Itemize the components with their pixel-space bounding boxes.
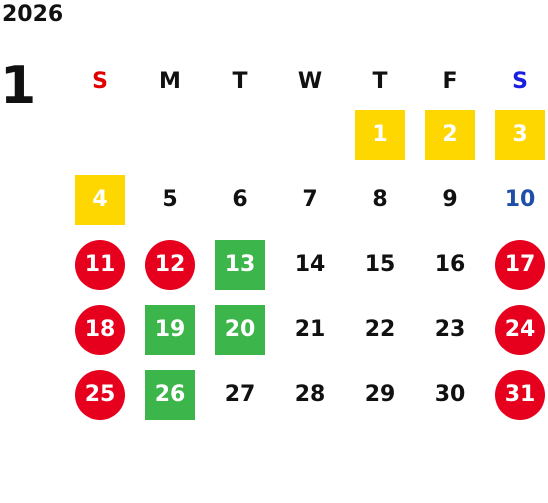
day-number[interactable]: 2 (425, 109, 475, 160)
day-number[interactable]: 17 (495, 239, 545, 290)
day-number[interactable]: 3 (495, 109, 545, 160)
day-cell: 15 (345, 232, 415, 297)
week-row: 18 19 20 21 22 23 24 (65, 297, 548, 362)
week-row: 4 5 6 7 8 9 10 (65, 167, 548, 232)
day-cell: 18 (65, 297, 135, 362)
day-cell: 10 (485, 167, 548, 232)
day-number[interactable]: 12 (145, 239, 195, 290)
week-row: 11 12 13 14 15 16 17 (65, 232, 548, 297)
day-number[interactable]: 5 (162, 187, 178, 212)
day-number[interactable]: 26 (145, 369, 195, 420)
day-cell: 16 (415, 232, 485, 297)
day-cell: 21 (275, 297, 345, 362)
day-cell (275, 102, 345, 167)
day-cell: 17 (485, 232, 548, 297)
weekday-tuesday: T (232, 68, 248, 94)
day-number[interactable]: 22 (364, 317, 396, 342)
day-cell: 7 (275, 167, 345, 232)
day-number[interactable]: 15 (364, 252, 396, 277)
day-number[interactable]: 24 (495, 304, 545, 355)
day-number[interactable]: 20 (215, 304, 265, 355)
day-cell: 25 (65, 362, 135, 427)
day-number[interactable]: 14 (294, 252, 326, 277)
day-number[interactable]: 18 (75, 304, 125, 355)
day-cell: 22 (345, 297, 415, 362)
day-number[interactable]: 21 (294, 317, 326, 342)
weekday-monday: M (159, 68, 181, 94)
day-number[interactable]: 11 (75, 239, 125, 290)
day-cell: 3 (485, 102, 548, 167)
day-cell: 20 (205, 297, 275, 362)
day-number[interactable]: 16 (434, 252, 466, 277)
day-number[interactable]: 13 (215, 239, 265, 290)
day-cell: 13 (205, 232, 275, 297)
day-cell: 23 (415, 297, 485, 362)
day-cell (135, 102, 205, 167)
day-cell: 27 (205, 362, 275, 427)
day-number[interactable]: 10 (504, 187, 536, 212)
day-number[interactable]: 19 (145, 304, 195, 355)
day-number[interactable]: 28 (294, 382, 326, 407)
month-number: 1 (0, 56, 37, 116)
day-cell: 19 (135, 297, 205, 362)
day-cell: 9 (415, 167, 485, 232)
day-cell: 8 (345, 167, 415, 232)
weekday-friday: F (442, 68, 458, 94)
day-number[interactable]: 29 (364, 382, 396, 407)
day-cell: 4 (65, 167, 135, 232)
day-cell: 26 (135, 362, 205, 427)
day-cell: 30 (415, 362, 485, 427)
day-cell: 31 (485, 362, 548, 427)
day-cell: 11 (65, 232, 135, 297)
day-number[interactable]: 27 (224, 382, 256, 407)
week-row: 25 26 27 28 29 30 31 (65, 362, 548, 427)
day-number[interactable]: 6 (232, 187, 248, 212)
day-cell: 5 (135, 167, 205, 232)
year-label: 2026 (2, 2, 64, 27)
day-number[interactable]: 23 (434, 317, 466, 342)
day-cell: 29 (345, 362, 415, 427)
day-cell: 1 (345, 102, 415, 167)
day-cell: 28 (275, 362, 345, 427)
day-number[interactable]: 1 (355, 109, 405, 160)
day-number[interactable]: 31 (495, 369, 545, 420)
weekday-sunday: S (92, 68, 108, 94)
weekday-wednesday: W (297, 68, 323, 94)
weekday-saturday: S (512, 68, 528, 94)
day-cell: 12 (135, 232, 205, 297)
day-number[interactable]: 30 (434, 382, 466, 407)
weekday-header: S M T W T F S (65, 60, 548, 102)
day-cell: 14 (275, 232, 345, 297)
day-number[interactable]: 8 (372, 187, 388, 212)
day-number[interactable]: 7 (302, 187, 318, 212)
day-number[interactable]: 9 (442, 187, 458, 212)
day-cell: 2 (415, 102, 485, 167)
day-number[interactable]: 4 (75, 174, 125, 225)
day-cell: 24 (485, 297, 548, 362)
day-cell: 6 (205, 167, 275, 232)
day-cell (205, 102, 275, 167)
day-cell (65, 102, 135, 167)
weekday-thursday: T (372, 68, 388, 94)
day-number[interactable]: 25 (75, 369, 125, 420)
